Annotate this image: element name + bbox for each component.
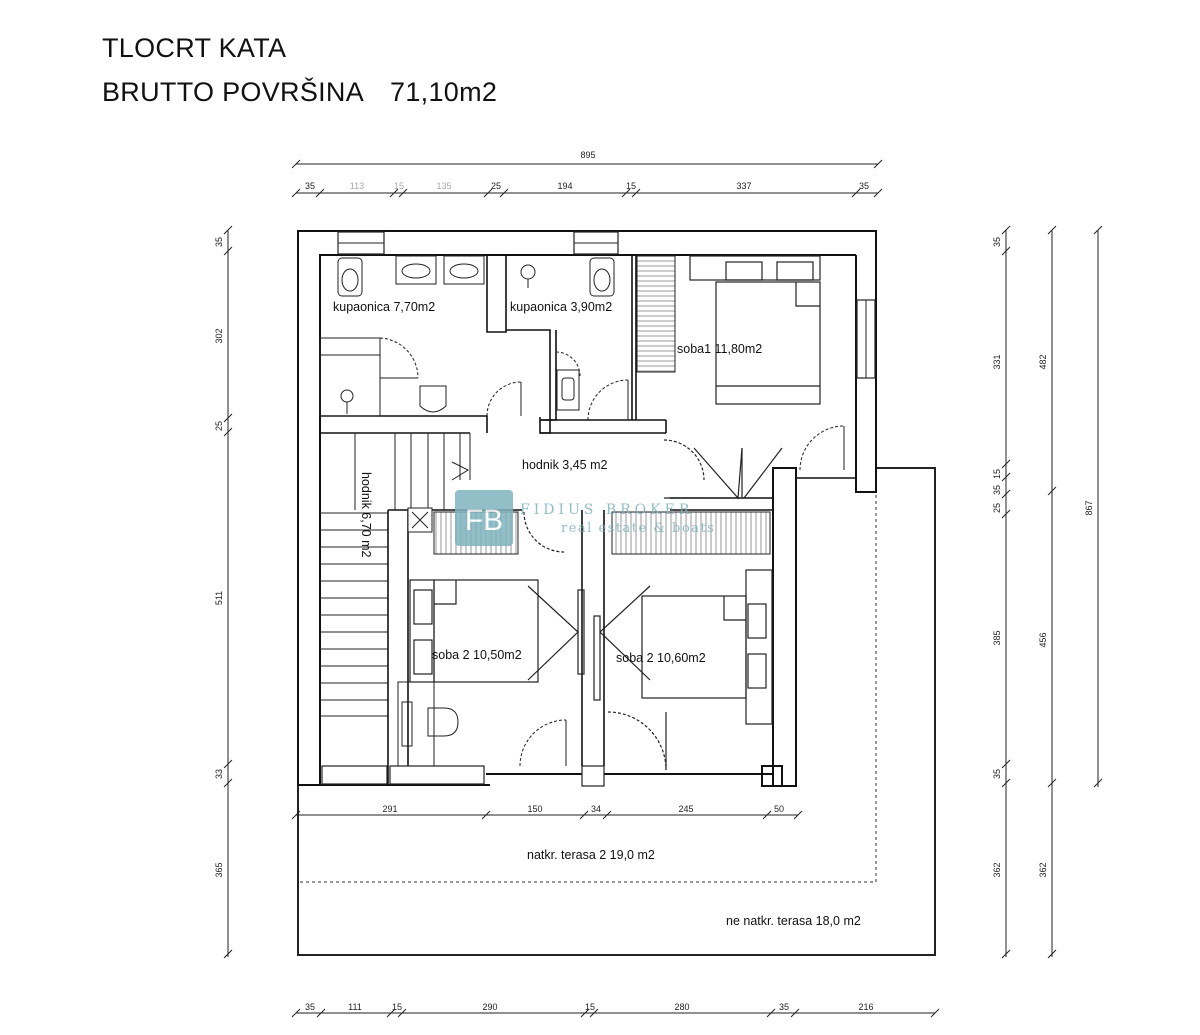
dim-mid-0: 291	[382, 804, 397, 814]
dim-top-0: 35	[305, 181, 315, 191]
dim-left-3: 511	[214, 591, 224, 605]
gross-area-label: BRUTTO POVRŠINA	[102, 77, 365, 107]
hall-doors	[523, 439, 783, 553]
dim-left-4: 33	[214, 769, 224, 779]
dim-right2-1: 456	[1038, 632, 1048, 647]
mid-dimension	[291, 810, 803, 820]
dim-mid-1: 150	[527, 804, 542, 814]
room-label-bath1: kupaonica 7,70m2	[333, 300, 435, 314]
gross-area-line: BRUTTO POVRŠINA 71,10m2	[102, 77, 497, 108]
room-label-bath2: kupaonica 3,90m2	[510, 300, 612, 314]
dim-top-7: 337	[736, 181, 751, 191]
dim-top-5: 194	[557, 181, 572, 191]
dim-right2-2: 362	[1038, 862, 1048, 877]
dim-bottom-2: 15	[392, 1002, 402, 1012]
dim-right1-7: 362	[992, 862, 1002, 877]
top-segment-dimension	[291, 188, 883, 198]
dim-right3: 867	[1084, 500, 1094, 515]
outer-walls	[297, 230, 877, 787]
dim-top-4: 25	[491, 181, 501, 191]
watermark-name: FIDIUS BROKER	[520, 502, 693, 518]
dim-left-2: 25	[214, 421, 224, 431]
column	[581, 765, 605, 787]
room-label-terrace-open: ne natkr. terasa 18,0 m2	[726, 914, 861, 928]
watermark-logo-text: FB	[465, 504, 503, 537]
dim-left-0: 35	[214, 237, 224, 247]
dim-right1-6: 35	[992, 769, 1002, 779]
dim-left-1: 302	[214, 328, 224, 343]
dim-right1-5: 385	[992, 630, 1002, 645]
dim-right1-4: 25	[992, 503, 1002, 513]
bath1-fixtures	[319, 255, 522, 417]
bath2-fixtures	[520, 257, 629, 421]
wardrobe-soba2b	[611, 511, 771, 555]
dim-right1-1: 331	[992, 354, 1002, 369]
dim-top-3: 135	[436, 181, 451, 191]
room-label-hall2: hodnik 6,70 m2	[359, 472, 373, 558]
dim-right1-0: 35	[992, 237, 1002, 247]
dim-mid-2: 34	[591, 804, 601, 814]
right-dimension-1	[1001, 225, 1011, 959]
room-label-soba1: soba1 11,80m2	[677, 342, 762, 356]
bed-soba2b	[593, 569, 773, 771]
dim-top-total: 895	[580, 150, 595, 160]
staircase	[320, 433, 471, 717]
window-bottom-2	[389, 765, 485, 785]
dim-right1-3: 35	[992, 485, 1002, 495]
right-dimension-2	[1047, 225, 1057, 959]
dim-top-6: 15	[626, 181, 636, 191]
room-label-hall1: hodnik 3,45 m2	[522, 458, 608, 472]
left-dimension	[223, 225, 233, 959]
gross-area-value: 71,10m2	[390, 77, 498, 107]
dim-top-8: 35	[859, 181, 869, 191]
dim-bottom-4: 15	[585, 1002, 595, 1012]
bed-soba1	[689, 255, 821, 405]
room-label-soba2b: soba 2 10,60m2	[616, 651, 706, 665]
dim-bottom-1: 111	[348, 1002, 362, 1012]
bottom-dimension	[291, 1008, 940, 1018]
dim-bottom-0: 35	[305, 1002, 315, 1012]
dim-bottom-6: 35	[779, 1002, 789, 1012]
dim-mid-3: 245	[678, 804, 693, 814]
bed-soba2a	[409, 579, 585, 683]
watermark: FB FIDIUS BROKER real estate & boats	[455, 490, 715, 546]
dim-top-1: 113	[350, 181, 364, 191]
plan-title: TLOCRT KATA	[102, 33, 287, 63]
wardrobe-soba1	[636, 255, 676, 373]
dim-top-2: 15	[394, 181, 404, 191]
watermark-tagline: real estate & boats	[561, 521, 715, 536]
watermark-logo	[455, 490, 513, 546]
dim-bottom-3: 290	[482, 1002, 497, 1012]
window-bottom-1	[321, 765, 388, 785]
wc-soba2a	[397, 681, 567, 767]
dim-left-5: 365	[214, 862, 224, 877]
dim-bottom-7: 216	[858, 1002, 873, 1012]
dim-mid-4: 50	[774, 804, 784, 814]
room-label-terrace-covered: natkr. terasa 2 19,0 m2	[527, 848, 655, 862]
dim-right1-2: 15	[992, 469, 1002, 479]
dim-right2-0: 482	[1038, 354, 1048, 369]
soba1-door	[799, 425, 845, 471]
dim-bottom-5: 280	[674, 1002, 689, 1012]
right-dimension-3	[1093, 225, 1103, 788]
room-label-soba2a: soba 2 10,50m2	[432, 648, 522, 662]
top-total-dimension	[291, 159, 883, 169]
open-terrace	[297, 467, 936, 956]
covered-terrace-outline	[300, 492, 877, 883]
interior-walls	[320, 255, 857, 785]
